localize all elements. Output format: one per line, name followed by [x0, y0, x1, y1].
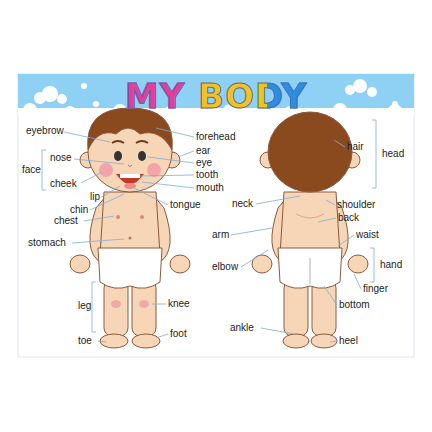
part-label: bottom	[339, 299, 370, 311]
part-label: chest	[54, 215, 78, 227]
part-label: leg	[78, 300, 91, 312]
part-label: elbow	[212, 261, 238, 273]
part-label: eyebrow	[26, 125, 64, 137]
part-label: stomach	[28, 237, 66, 249]
part-label: foot	[170, 328, 187, 340]
part-label: nose	[50, 152, 72, 164]
part-label: waist	[356, 229, 379, 241]
part-label: heel	[339, 335, 358, 347]
part-label: shoulder	[337, 199, 375, 211]
front-face	[99, 141, 161, 308]
part-label: chin	[70, 204, 88, 216]
part-label: knee	[168, 298, 190, 310]
part-label: head	[382, 148, 404, 160]
part-label: neck	[232, 198, 253, 210]
title-text: MY BODY	[125, 76, 307, 116]
part-label: lip	[90, 191, 100, 203]
back-boy	[252, 112, 368, 348]
part-label: mouth	[196, 182, 224, 194]
part-label: finger	[363, 283, 388, 295]
part-label: face	[22, 164, 41, 176]
part-label: tongue	[170, 199, 201, 211]
part-label: cheek	[50, 178, 77, 190]
title-banner: MY BODY	[0, 76, 432, 116]
part-label: eye	[196, 157, 212, 169]
part-label: back	[338, 212, 359, 224]
part-label: toe	[78, 335, 92, 347]
front-boy	[70, 108, 190, 348]
sky-band	[18, 74, 414, 116]
leader-lines	[42, 120, 376, 342]
part-label: hair	[347, 141, 364, 153]
part-label: ear	[196, 145, 210, 157]
part-label: ankle	[230, 322, 254, 334]
part-label: hand	[380, 259, 402, 271]
part-label: tooth	[196, 169, 218, 181]
card	[18, 74, 414, 357]
part-label: arm	[212, 229, 229, 241]
part-label: forehead	[196, 131, 235, 143]
